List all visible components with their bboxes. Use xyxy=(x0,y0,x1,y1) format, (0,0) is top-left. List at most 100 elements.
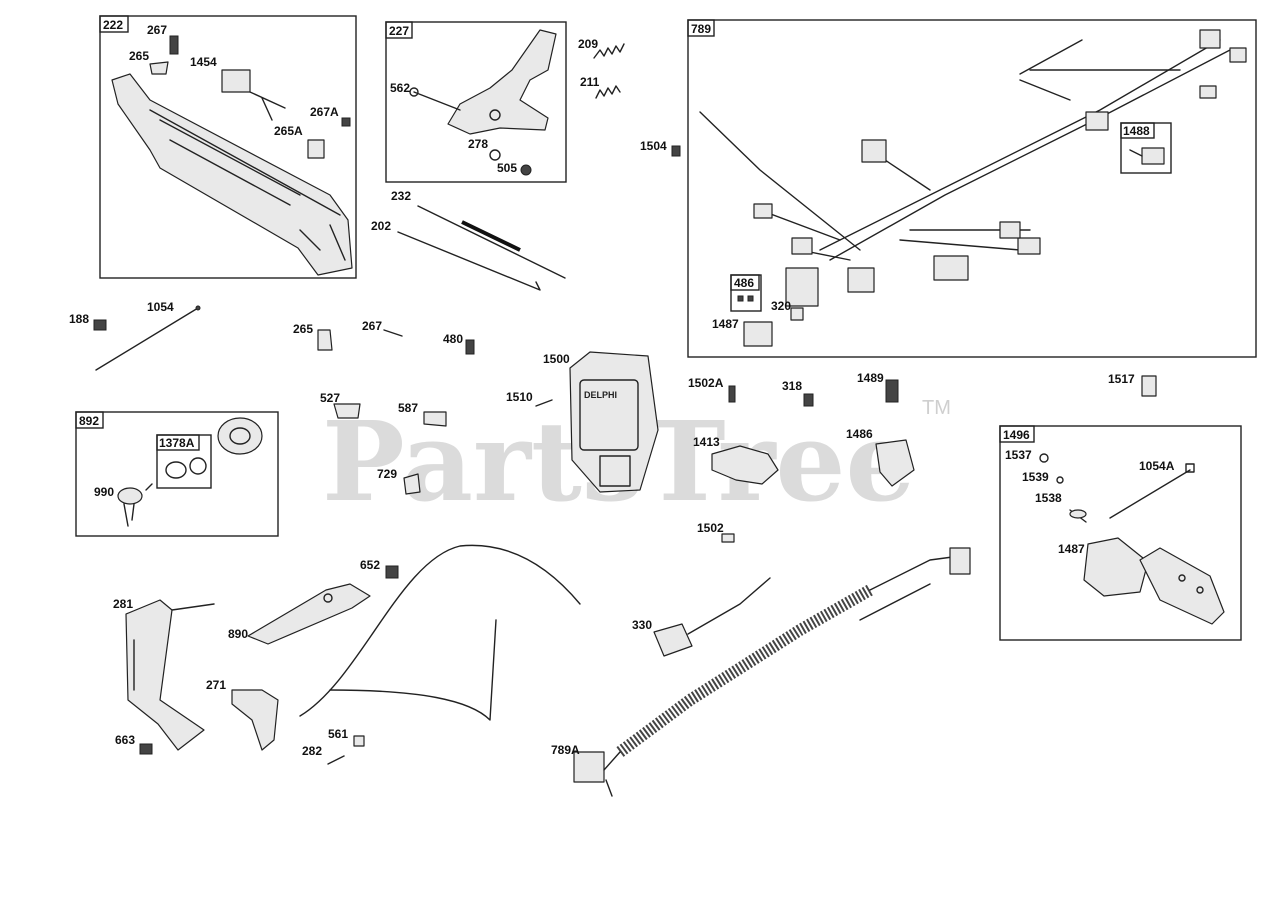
part-1054-cable-tie[interactable] xyxy=(95,305,201,371)
part-267A-nut[interactable] xyxy=(341,117,351,127)
part-1539-ring[interactable] xyxy=(1056,476,1064,484)
part-209-spring[interactable] xyxy=(593,43,625,59)
callout-330: 330 xyxy=(632,618,652,632)
harness-connector-e[interactable] xyxy=(861,139,887,163)
part-1537-grommet[interactable] xyxy=(1039,453,1049,463)
callout-990: 990 xyxy=(94,485,114,499)
group-box-1496-label: 1496 xyxy=(1003,428,1030,442)
part-1454-block[interactable] xyxy=(221,69,251,93)
callout-281: 281 xyxy=(113,597,133,611)
part-320-connector[interactable] xyxy=(790,307,804,321)
group-box-789[interactable] xyxy=(687,19,1257,358)
part-267-screw[interactable] xyxy=(169,35,179,55)
group-box-222-label: 222 xyxy=(103,18,123,32)
part-267-screw-b[interactable] xyxy=(383,329,403,337)
callout-265-b: 265 xyxy=(293,322,313,336)
part-480-screw[interactable] xyxy=(465,339,475,355)
group-box-1488-label: 1488 xyxy=(1123,124,1150,138)
part-1486-sensor[interactable] xyxy=(875,439,915,487)
part-1517-bolt[interactable] xyxy=(1141,375,1157,397)
part-1413-sensor[interactable] xyxy=(711,445,779,485)
part-486-terminals[interactable] xyxy=(737,295,754,302)
part-1496-bracket[interactable] xyxy=(1083,537,1225,625)
part-1378A-rings[interactable] xyxy=(165,457,207,479)
part-202-rod[interactable] xyxy=(397,231,541,291)
callout-789A: 789A xyxy=(551,743,580,757)
callout-267: 267 xyxy=(147,23,167,37)
harness-connector-a[interactable] xyxy=(1199,29,1221,49)
callout-562: 562 xyxy=(390,81,410,95)
callout-318: 318 xyxy=(782,379,802,393)
harness-connector-i[interactable] xyxy=(791,237,813,255)
part-265-clip-b[interactable] xyxy=(317,329,333,351)
callout-265: 265 xyxy=(129,49,149,63)
part-1510-screw[interactable] xyxy=(535,399,553,407)
part-652-nut[interactable] xyxy=(385,565,399,579)
part-227-governor-bracket[interactable] xyxy=(447,29,557,135)
harness-connector-main[interactable] xyxy=(785,267,819,307)
group-box-1496[interactable] xyxy=(999,425,1242,641)
part-1502-screw[interactable] xyxy=(721,533,735,543)
part-892-ignition-switch[interactable] xyxy=(217,417,263,455)
part-789-wire-harness[interactable] xyxy=(699,29,1247,307)
part-188-bolt[interactable] xyxy=(93,319,107,331)
group-box-227[interactable] xyxy=(385,21,567,183)
callout-267A: 267A xyxy=(310,105,339,119)
callout-729: 729 xyxy=(377,467,397,481)
part-1500-ecu[interactable]: DELPHI xyxy=(569,351,659,493)
part-271-control[interactable] xyxy=(231,689,279,751)
part-990-key[interactable] xyxy=(117,483,153,527)
group-box-222[interactable] xyxy=(99,15,357,279)
part-throttle-cable[interactable] xyxy=(299,544,581,721)
harness-connector-h[interactable] xyxy=(1017,237,1041,255)
harness-connector-j[interactable] xyxy=(753,203,773,219)
part-1489-bolt[interactable] xyxy=(885,379,899,403)
part-562-pin[interactable] xyxy=(409,87,461,111)
harness-connector-k[interactable] xyxy=(999,221,1021,239)
callout-1537: 1537 xyxy=(1005,448,1032,462)
callout-271: 271 xyxy=(206,678,226,692)
part-789A-harness[interactable] xyxy=(573,547,971,797)
harness-connector-g[interactable] xyxy=(933,255,969,281)
part-561-nut[interactable] xyxy=(353,735,365,747)
harness-connector-f[interactable] xyxy=(847,267,875,293)
part-265A-clip[interactable] xyxy=(307,139,325,159)
callout-1487-b: 1487 xyxy=(1058,542,1085,556)
group-box-892-label: 892 xyxy=(79,414,99,428)
part-505-nut[interactable] xyxy=(520,164,532,176)
part-1538-pin[interactable] xyxy=(1069,509,1087,523)
part-282-screw[interactable] xyxy=(327,755,345,765)
part-222-bracket[interactable] xyxy=(111,69,353,276)
part-1488-connector[interactable] xyxy=(1129,147,1165,165)
part-1487-connector-top[interactable] xyxy=(743,321,773,347)
part-663-nut[interactable] xyxy=(139,743,153,755)
part-587-clamp[interactable] xyxy=(423,411,447,427)
callout-265A: 265A xyxy=(274,124,303,138)
callout-320: 320 xyxy=(771,299,791,313)
part-281-bracket[interactable] xyxy=(125,599,215,751)
part-211-spring[interactable] xyxy=(595,85,621,99)
part-265-clip[interactable] xyxy=(149,61,169,75)
group-box-1378A-label: 1378A xyxy=(159,436,195,450)
part-729-clip[interactable] xyxy=(403,473,421,495)
part-278-washer[interactable] xyxy=(489,149,501,161)
ecu-brand-text: DELPHI xyxy=(584,390,617,400)
part-1504-screw[interactable] xyxy=(671,145,681,157)
callout-1502A: 1502A xyxy=(688,376,724,390)
part-1054A-cable-tie[interactable] xyxy=(1109,463,1195,519)
part-318-screw[interactable] xyxy=(803,393,814,407)
harness-connector-c[interactable] xyxy=(1199,85,1217,99)
callout-1510: 1510 xyxy=(506,390,533,404)
harness-connector-d[interactable] xyxy=(1085,111,1109,131)
group-box-892[interactable] xyxy=(75,411,279,537)
part-232-rod[interactable] xyxy=(417,205,566,279)
group-box-789-label: 789 xyxy=(691,22,711,36)
callout-505: 505 xyxy=(497,161,517,175)
part-890-bracket[interactable] xyxy=(247,583,371,645)
part-1502A-screw[interactable] xyxy=(728,385,736,403)
part-527-clip[interactable] xyxy=(333,403,361,419)
harness-connector-b[interactable] xyxy=(1229,47,1247,63)
callout-1413: 1413 xyxy=(693,435,720,449)
part-330-sensor[interactable] xyxy=(653,577,771,657)
group-box-222-tag xyxy=(99,15,129,33)
